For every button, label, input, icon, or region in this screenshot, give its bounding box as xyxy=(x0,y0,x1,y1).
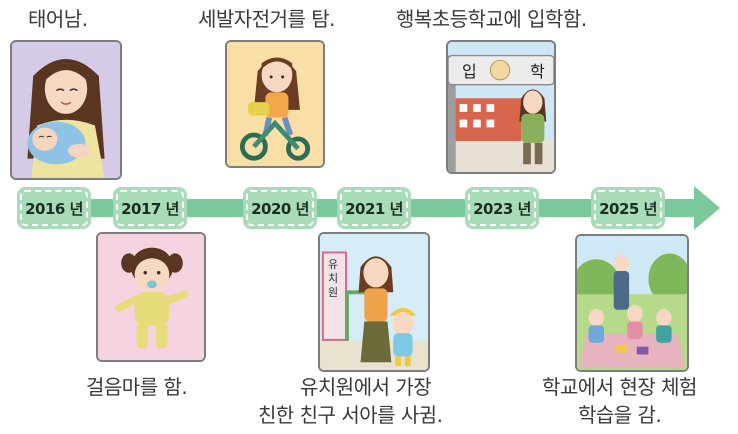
illustration-2020-tricycle xyxy=(225,40,325,168)
caption-2025-line1: 학교에서 현장 체험 xyxy=(542,375,697,399)
year-2023: 2023 년 xyxy=(465,187,539,229)
year-2025: 2025 년 xyxy=(591,187,665,229)
kindergarten-sign: 유치원 xyxy=(328,258,339,299)
caption-2021-line2: 친한 친구 서아를 사귐. xyxy=(258,403,443,427)
illustration-2016-birth xyxy=(10,40,122,180)
illustration-2023-school: 입 학 xyxy=(446,40,556,174)
caption-2020: 세발자전거를 탐. xyxy=(198,7,336,31)
illustration-2017-walking xyxy=(96,232,206,362)
caption-2021-line1: 유치원에서 가장 xyxy=(300,375,432,399)
year-2020: 2020 년 xyxy=(243,187,317,229)
illustration-2021-kindergarten: 유치원 xyxy=(318,232,430,372)
school-sign-char-2: 학 xyxy=(530,62,545,81)
year-2016: 2016 년 xyxy=(17,187,91,229)
year-2017: 2017 년 xyxy=(113,187,187,229)
caption-2025-line2: 학습을 감. xyxy=(578,403,662,427)
caption-2016: 태어남. xyxy=(28,7,88,31)
timeline-arrow-head xyxy=(694,186,720,230)
illustration-2025-field-trip xyxy=(575,234,689,372)
caption-2023: 행복초등학교에 입학함. xyxy=(396,7,587,31)
year-2021: 2021 년 xyxy=(337,187,411,229)
caption-2017: 걸음마를 함. xyxy=(86,375,188,399)
school-sign-char-1: 입 xyxy=(462,62,477,81)
